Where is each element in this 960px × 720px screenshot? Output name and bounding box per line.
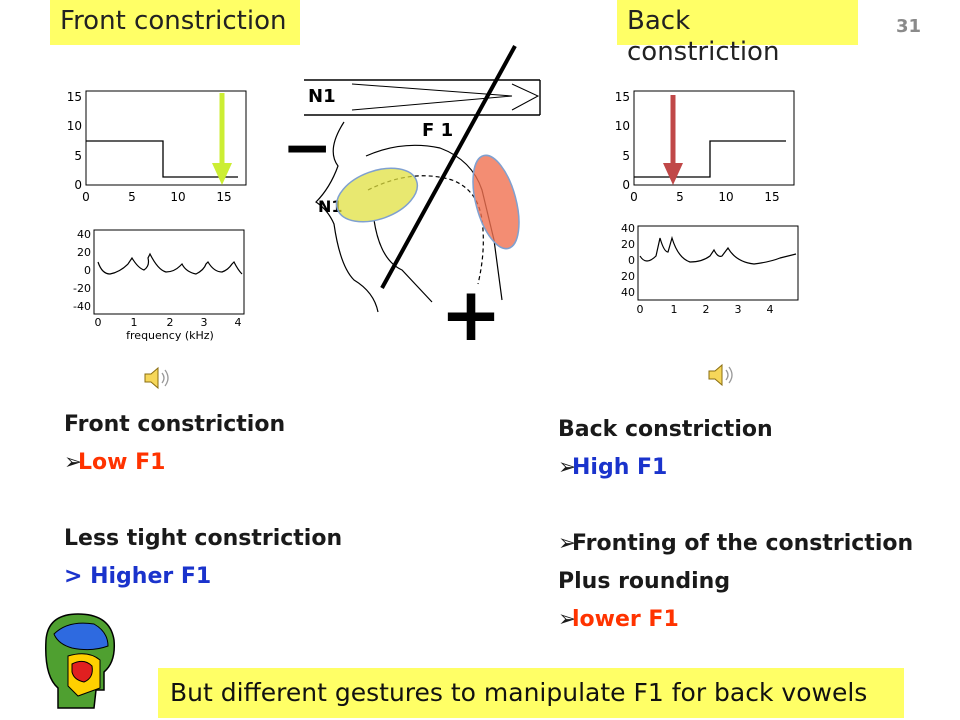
- front-constriction-highlight: [335, 167, 419, 223]
- x-tick: 5: [128, 190, 136, 204]
- x-tick: 15: [216, 190, 231, 204]
- front-constriction-title: Front constriction: [50, 0, 300, 45]
- y-tick: 40: [77, 228, 91, 241]
- x-tick: 2: [703, 303, 710, 316]
- y-tick: 10: [67, 119, 82, 133]
- y-tick: 0: [84, 264, 91, 277]
- head-logo-icon: [45, 613, 116, 709]
- arrow-bullet-icon: ➢: [64, 450, 83, 475]
- x-tick: 3: [735, 303, 742, 316]
- back-spectrum-plot: 40 20 0 20 40 0 1 2 3 4: [621, 222, 799, 316]
- y-tick: 0: [628, 254, 635, 267]
- speaker-icon[interactable]: [706, 362, 736, 388]
- y-tick: 20: [621, 270, 635, 283]
- front-spectrum-plot: 40 20 0 -20 -40 0 1 2 3 4 frequency (kHz…: [62, 222, 250, 344]
- y-tick: 5: [74, 149, 82, 163]
- back-bullet-high-f1: ➢High F1: [558, 449, 913, 487]
- bullet-text: High F1: [572, 455, 668, 480]
- area-function-line: [86, 140, 238, 178]
- x-tick: 15: [764, 190, 779, 204]
- n1-top-label: N1: [308, 86, 336, 107]
- y-tick: 10: [615, 119, 630, 133]
- front-heading-2: Less tight constriction: [64, 526, 343, 551]
- y-tick: -20: [73, 282, 91, 295]
- x-tick: 1: [671, 303, 678, 316]
- x-tick: 3: [201, 316, 208, 329]
- diagonal-divider: [380, 45, 517, 289]
- jaw-outline: [373, 219, 433, 303]
- y-tick: 0: [622, 178, 630, 192]
- spectrum-line: [639, 235, 797, 265]
- tube-icon: [304, 79, 541, 116]
- minus-sign: −: [282, 113, 332, 183]
- back-plus-rounding: Plus rounding: [558, 569, 731, 594]
- back-bullet-fronting: ➢Fronting of the constriction: [558, 525, 913, 563]
- x-tick: 10: [170, 190, 185, 204]
- x-tick: 1: [131, 316, 138, 329]
- x-tick: 4: [235, 316, 242, 329]
- x-tick: 5: [676, 190, 684, 204]
- back-area-plot: 15 10 5 0 0 5 10 15: [615, 90, 795, 204]
- tongue-outline: [367, 175, 484, 285]
- bullet-text: Fronting of the constriction: [572, 531, 914, 556]
- x-tick: 4: [767, 303, 774, 316]
- front-heading: Front constriction: [64, 412, 286, 437]
- back-heading: Back constriction: [558, 417, 773, 442]
- back-text-block: Back constriction ➢High F1 ➢Fronting of …: [558, 411, 913, 639]
- y-tick: 20: [621, 238, 635, 251]
- arrow-bullet-icon: ➢: [558, 531, 577, 556]
- x-axis-label: frequency (kHz): [126, 329, 214, 342]
- y-tick: 40: [621, 286, 635, 299]
- front-text-block: Front constriction ➢Low F1 Less tight co…: [64, 406, 342, 596]
- y-tick: 20: [77, 246, 91, 259]
- y-tick: 0: [74, 178, 82, 192]
- slide-number: 31: [896, 16, 922, 37]
- y-tick: 15: [615, 90, 630, 104]
- back-bullet-lower-f1: ➢lower F1: [558, 601, 913, 639]
- x-tick: 0: [630, 190, 638, 204]
- back-constriction-highlight: [472, 154, 520, 250]
- y-tick: 40: [621, 222, 635, 235]
- vocal-tract-diagram: N1 F 1 N1 − +: [282, 45, 541, 340]
- down-arrow-icon: [663, 163, 683, 185]
- bullet-text: Low F1: [78, 450, 166, 475]
- f1-label: F 1: [422, 120, 453, 141]
- y-tick: -40: [73, 300, 91, 313]
- back-constriction-title: Back constriction: [617, 0, 858, 67]
- down-arrow-icon: [212, 163, 232, 185]
- x-tick: 2: [167, 316, 174, 329]
- bullet-text: lower F1: [572, 607, 679, 632]
- front-bullet-low-f1: ➢Low F1: [64, 444, 342, 482]
- y-tick: 15: [67, 90, 82, 104]
- x-tick: 0: [82, 190, 90, 204]
- y-tick: 5: [622, 149, 630, 163]
- bottom-banner: But different gestures to manipulate F1 …: [158, 668, 904, 718]
- arrow-bullet-icon: ➢: [558, 455, 577, 480]
- spectrum-line: [97, 252, 243, 275]
- front-higher-f1: > Higher F1: [64, 564, 212, 589]
- x-tick: 0: [637, 303, 644, 316]
- arrow-bullet-icon: ➢: [558, 607, 577, 632]
- plot-frame: [85, 90, 247, 186]
- front-area-plot: 15 10 5 0 0 5 10 15: [67, 90, 247, 204]
- x-tick: 0: [95, 316, 102, 329]
- plus-sign: +: [440, 272, 502, 340]
- face-profile: [315, 121, 379, 313]
- x-tick: 10: [718, 190, 733, 204]
- speaker-icon[interactable]: [142, 365, 172, 391]
